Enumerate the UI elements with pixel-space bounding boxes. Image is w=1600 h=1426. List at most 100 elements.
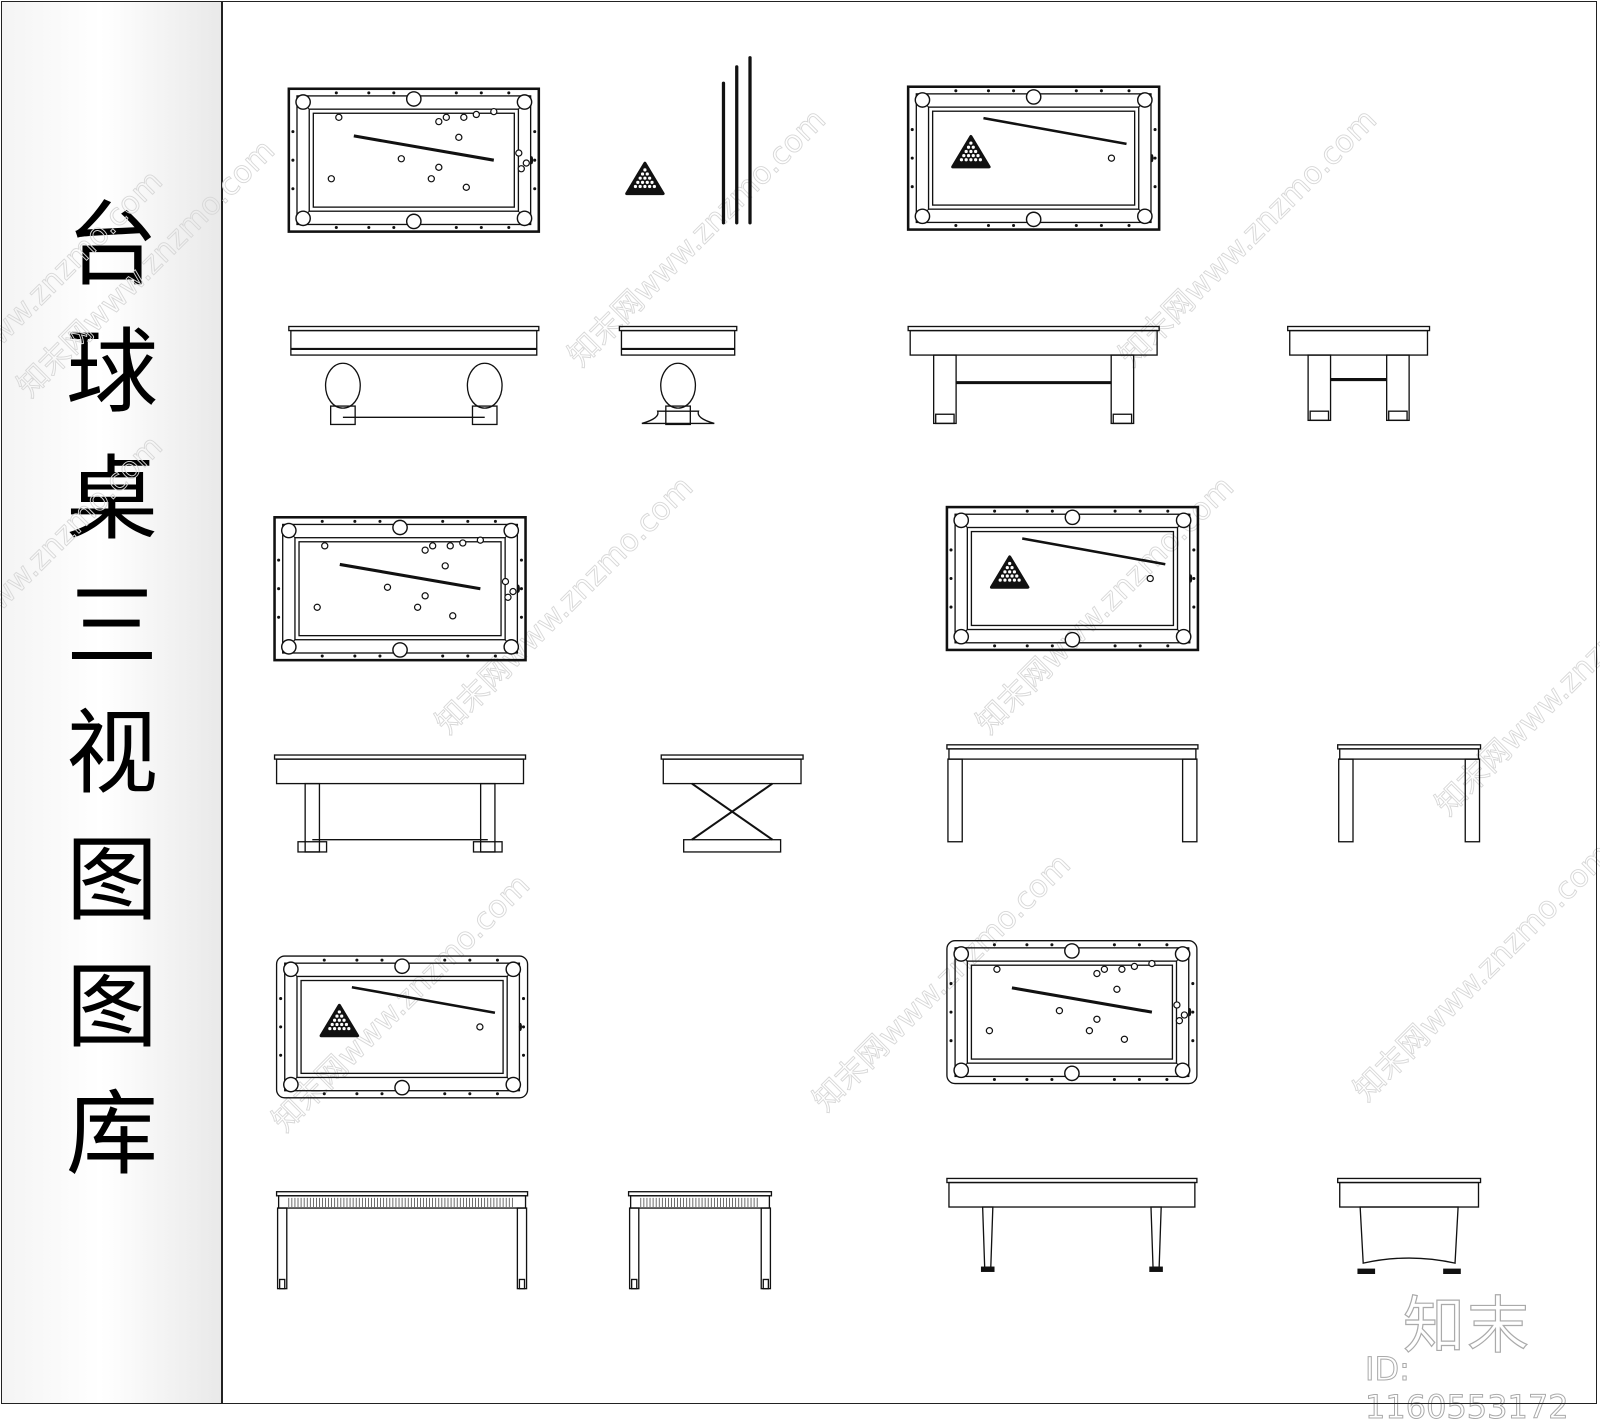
rail-badge: [518, 1022, 522, 1032]
diamond-sight: [949, 1039, 953, 1043]
ball: [1113, 985, 1121, 993]
pocket: [394, 958, 410, 975]
diamond-sight: [1153, 185, 1157, 189]
tapered-leg: [981, 1206, 994, 1268]
diamond-sight: [1153, 156, 1157, 160]
diamond-sight: [1191, 982, 1195, 986]
pocket: [953, 628, 970, 645]
pocket: [516, 94, 533, 110]
diamond-sight: [1191, 1039, 1195, 1043]
rack-ball: [640, 180, 645, 185]
apron: [948, 748, 1197, 760]
apron: [620, 329, 736, 356]
diamond-sight: [993, 644, 997, 648]
pool-table-elevation: [660, 754, 804, 853]
tapered-leg: [1150, 1206, 1162, 1268]
rack-ball: [341, 1018, 347, 1023]
ball: [427, 175, 435, 183]
diamond-sight: [291, 158, 295, 162]
brand-logo: 知末: [1402, 1288, 1532, 1362]
ball: [1093, 969, 1101, 978]
diamond-sight: [1165, 1077, 1169, 1082]
diamond-sight: [279, 1053, 283, 1057]
rack-ball: [1009, 573, 1015, 579]
leg: [947, 758, 963, 843]
diamond-sight: [378, 519, 382, 523]
diamond-sight: [454, 91, 458, 95]
pocket: [953, 512, 970, 529]
ball: [476, 536, 485, 544]
pool-table-plan: [906, 85, 1161, 231]
pocket: [1025, 211, 1042, 228]
ball: [509, 587, 517, 596]
pocket: [1137, 208, 1153, 225]
leg-foot: [518, 1278, 526, 1290]
leg: [1338, 758, 1354, 843]
rack-ball: [973, 149, 978, 154]
rack-ball: [330, 1022, 335, 1027]
rail-badge: [530, 156, 534, 165]
rack-ball: [1007, 577, 1012, 583]
rack-ball: [337, 1026, 342, 1031]
rack-ball: [642, 167, 648, 173]
leg-foot: [472, 841, 503, 853]
rack-ball: [637, 175, 643, 181]
pool-table-elevation: [907, 325, 1160, 425]
rack-ball: [642, 184, 648, 189]
watermark: 知末网www.znzmo.com: [1347, 837, 1600, 1108]
pool-table-elevation: [618, 325, 738, 426]
pool-table-elevation: [1337, 1177, 1482, 1275]
pocket: [953, 1062, 970, 1079]
table-outline: [906, 85, 1161, 231]
diamond-sight: [954, 89, 958, 93]
playfield: [312, 112, 515, 208]
ball: [1120, 1035, 1129, 1043]
ball: [1148, 959, 1156, 968]
rack-ball: [346, 1026, 352, 1031]
watermark: 知末网www.znzmo.com: [970, 470, 1241, 741]
apron: [1289, 329, 1429, 356]
rail-badge: [1188, 1008, 1192, 1017]
diamond-sight: [291, 187, 295, 191]
diamond-sight: [519, 587, 523, 591]
diamond-sight: [521, 1053, 526, 1057]
ball: [313, 603, 321, 611]
rack-ball: [1005, 573, 1010, 579]
ball: [472, 110, 480, 119]
ball: [455, 133, 463, 142]
pool-table-plan: [945, 505, 1200, 652]
pocket: [392, 642, 408, 658]
playfield: [970, 964, 1174, 1060]
cabinet-base: [1359, 1206, 1459, 1264]
diamond-sight: [277, 558, 281, 562]
leg: [1464, 758, 1481, 843]
diamond-sight: [355, 1092, 359, 1096]
diamond-sight: [367, 91, 371, 95]
diamond-sight: [466, 654, 470, 658]
cue-stick: [1011, 986, 1153, 1014]
title-char: 台: [65, 192, 158, 299]
ball: [428, 542, 437, 550]
apron: [629, 1195, 771, 1209]
rail-badge: [516, 584, 520, 593]
apron: [1339, 1181, 1480, 1208]
pocket: [1174, 1062, 1191, 1079]
rack-ball: [971, 145, 976, 150]
rack-ball: [968, 157, 974, 163]
diamond-sight: [1113, 509, 1117, 513]
diamond-sight: [322, 1092, 326, 1096]
diamond-sight: [367, 225, 371, 230]
leg: [760, 1207, 772, 1290]
pocket: [914, 208, 931, 225]
diamond-sight: [521, 997, 526, 1001]
ball: [462, 183, 470, 192]
watermark: 知末网www.znzmo.com: [807, 847, 1078, 1118]
ball: [1085, 1027, 1094, 1035]
rack-ball: [332, 1026, 337, 1031]
leg: [516, 1207, 528, 1290]
diamond-sight: [1112, 943, 1116, 947]
cushion-line: [966, 526, 1179, 631]
rack-ball: [968, 140, 974, 146]
rack-ball: [1009, 565, 1015, 570]
leg-foot: [762, 1278, 770, 1290]
